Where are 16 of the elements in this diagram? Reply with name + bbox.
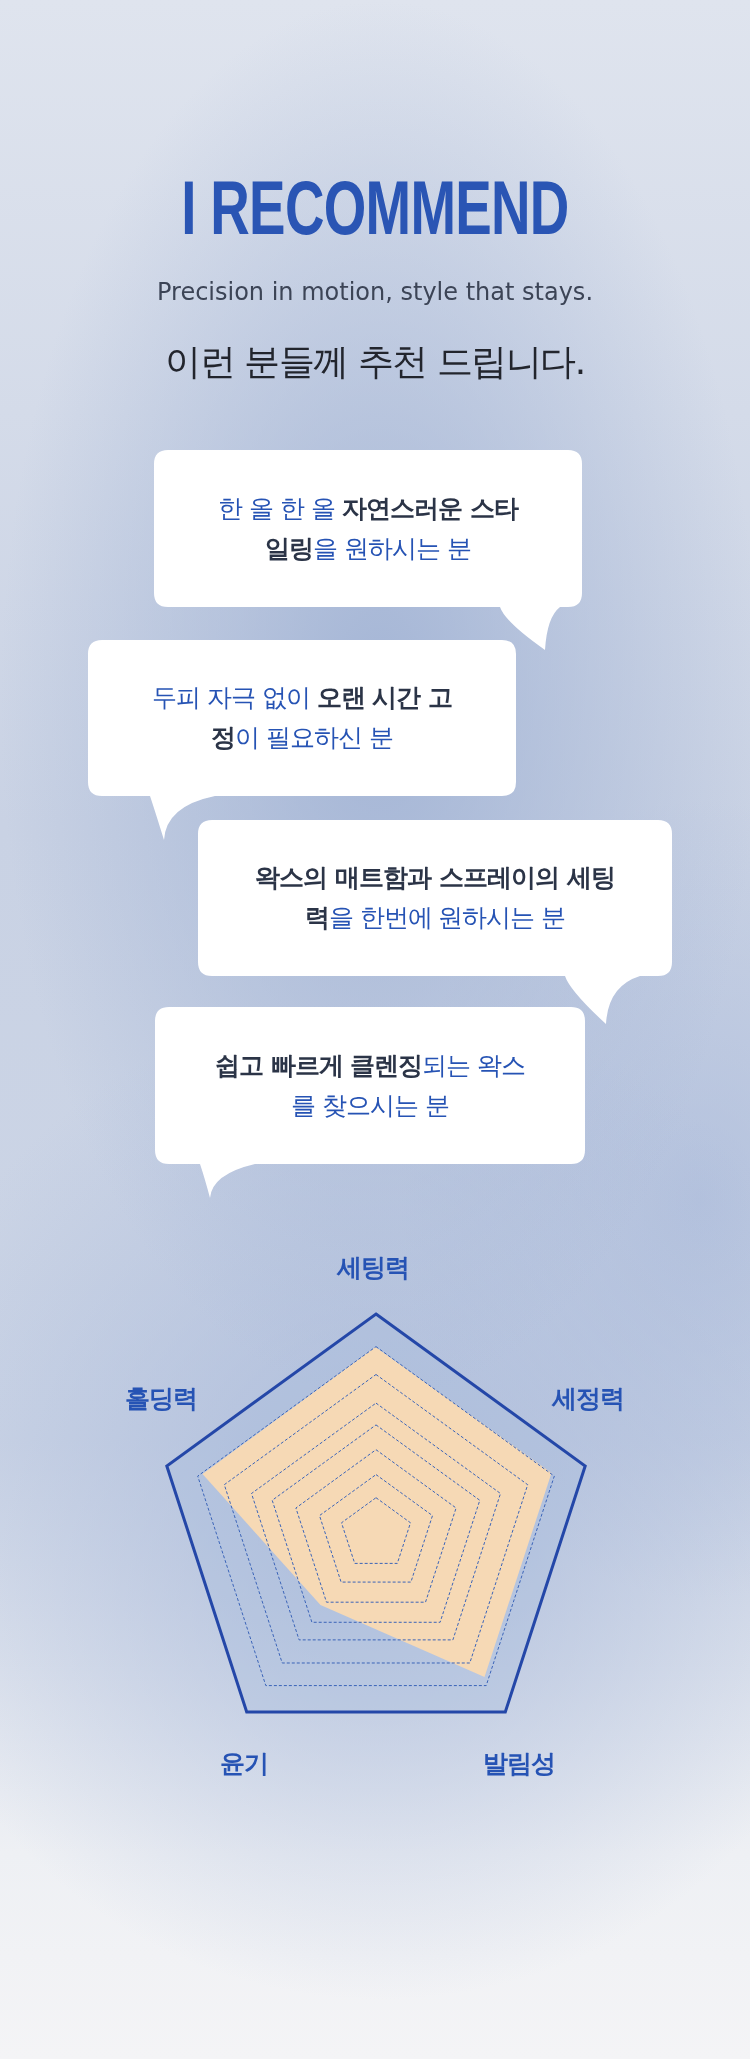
- bubble-text: 두피 자극 없이 오랜 시간 고정이 필요하신 분: [150, 682, 454, 754]
- axis-label: 홀딩력: [125, 1382, 197, 1415]
- bubble-text: 왁스의 매트함과 스프레이의 세팅력을 한번에 원하시는 분: [254, 862, 616, 934]
- axis-label: 세팅력: [337, 1251, 409, 1284]
- axis-label: 윤기: [220, 1747, 268, 1780]
- heading: I RECOMMEND: [180, 168, 570, 248]
- speech-bubble: [88, 640, 516, 840]
- axis-label: 발림성: [483, 1747, 555, 1780]
- speech-bubble: [198, 820, 672, 1024]
- speech-bubble: [155, 1007, 585, 1198]
- subtitle: Precision in motion, style that stays.: [157, 278, 593, 306]
- bubble-text: 한 올 한 올 자연스러운 스타일링을 원하시는 분: [217, 492, 520, 565]
- bubble-text: 쉽고 빠르게 클렌징되는 왁스를 찾으시는 분: [213, 1049, 527, 1122]
- speech-bubble: [154, 450, 582, 650]
- subheading: 이런 분들께 추천 드립니다.: [165, 339, 585, 384]
- axis-label: 세정력: [552, 1382, 624, 1415]
